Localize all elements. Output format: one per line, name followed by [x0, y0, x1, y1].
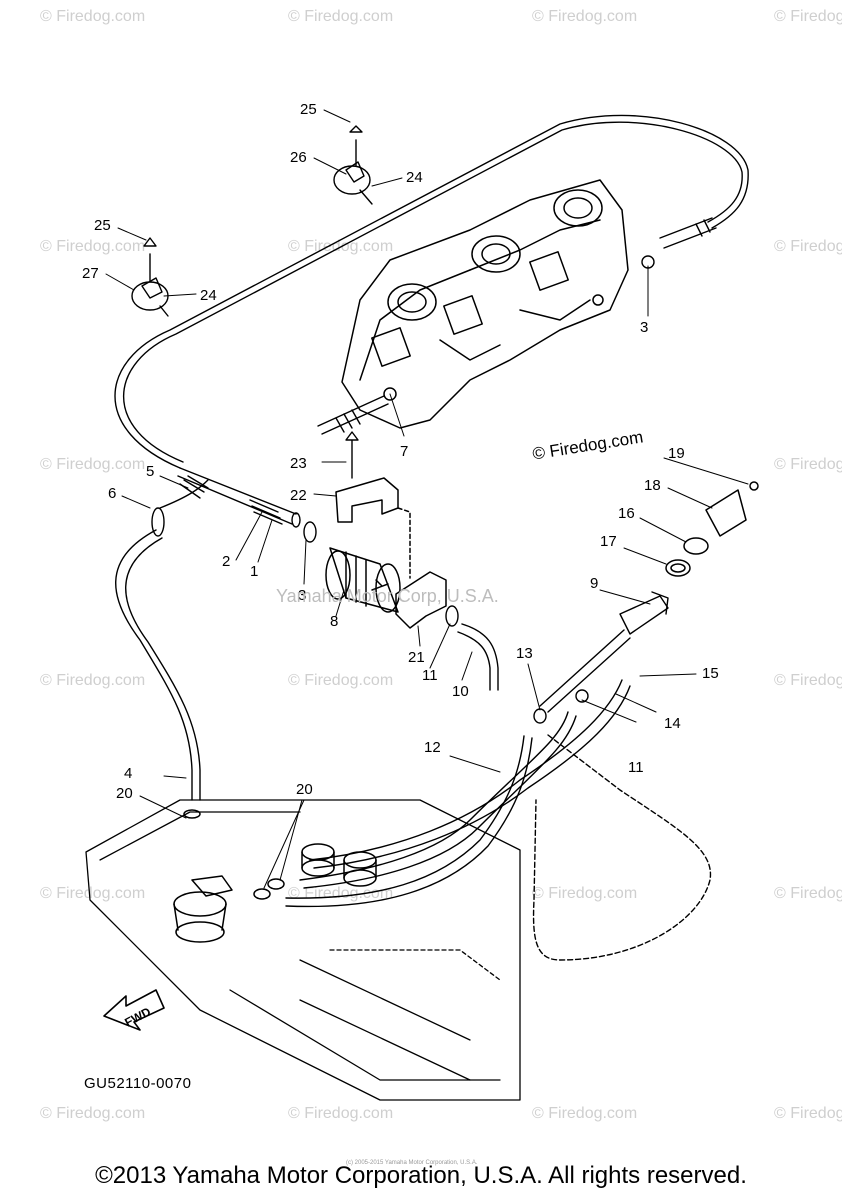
hose-fittings-1-2	[159, 467, 301, 528]
callout-20: 20	[296, 781, 313, 798]
watermark: © Firedog.com	[532, 8, 638, 25]
watermark: © Firedog.com	[774, 672, 842, 689]
callout-13: 13	[516, 645, 533, 662]
watermark: © Firedog.com	[288, 672, 394, 689]
callout-20: 20	[116, 785, 133, 802]
watermark: © Firedog.com	[288, 8, 394, 25]
callout-4: 4	[124, 765, 133, 782]
callout-17: 17	[600, 533, 617, 550]
callout-1: 1	[250, 563, 259, 580]
watermark: © Firedog.com	[40, 672, 146, 689]
callout-7: 7	[400, 443, 409, 460]
hose-clamps	[303, 521, 589, 724]
fuel-tank	[85, 799, 521, 1101]
callout-11: 11	[422, 667, 438, 684]
fwd-arrow-icon	[103, 989, 165, 1031]
callout-22: 22	[290, 487, 307, 504]
watermark: © Firedog.com	[40, 1105, 146, 1122]
callout-23: 23	[290, 455, 307, 472]
routing-loop	[114, 114, 749, 469]
watermark: © Firedog.com	[774, 456, 842, 473]
watermark: © Firedog.com	[774, 8, 842, 25]
callout-26: 26	[290, 149, 307, 166]
fuel-filter	[325, 547, 401, 613]
callout-10: 10	[452, 683, 469, 700]
hose-bundle-12-14	[285, 679, 631, 908]
watermark: © Firedog.com	[288, 1105, 394, 1122]
callout-16: 16	[618, 505, 635, 522]
callout-11: 11	[628, 759, 644, 776]
watermark: © Firedog.com	[40, 8, 146, 25]
watermark: © Firedog.com	[40, 456, 146, 473]
watermark: © Firedog.com	[774, 885, 842, 902]
callout-12: 12	[424, 739, 441, 756]
leader-lines	[105, 109, 749, 889]
callout-8: 8	[330, 613, 339, 630]
callout-21: 21	[408, 649, 425, 666]
watermark: © Firedog.com	[774, 238, 842, 255]
right-inlet-pipe	[641, 217, 717, 269]
callout-18: 18	[644, 477, 661, 494]
callout-24: 24	[200, 287, 217, 304]
watermark: © Firedog.com	[40, 885, 146, 902]
callout-27: 27	[82, 265, 99, 282]
filter-bracket	[335, 477, 447, 629]
watermark: © Firedog.com	[40, 238, 146, 255]
callout-3: 3	[640, 319, 649, 336]
callout-24: 24	[406, 169, 423, 186]
callout-9: 9	[590, 575, 599, 592]
watermark: © Firedog.com	[774, 1105, 842, 1122]
callout-19: 19	[668, 445, 685, 462]
carburetor-assembly	[341, 179, 629, 429]
tiny-copyright: (c) 2005-2015 Yamaha Motor Corporation, …	[346, 1160, 478, 1166]
callout-14: 14	[664, 715, 681, 732]
primer-hose-9	[539, 591, 669, 713]
watermark: © Firedog.com	[532, 1105, 638, 1122]
return-hose-loop	[532, 734, 712, 961]
center-watermark: Yamaha Motor Corp, U.S.A.	[276, 586, 499, 606]
screw-23	[345, 431, 359, 479]
hose-4	[115, 507, 201, 801]
tank-fittings	[173, 809, 377, 943]
callout-6: 6	[108, 485, 117, 502]
callout-15: 15	[702, 665, 719, 682]
watermark: © Firedog.com	[532, 885, 638, 902]
copyright-footer: ©2013 Yamaha Motor Corporation, U.S.A. A…	[95, 1162, 747, 1189]
callout-5: 5	[146, 463, 155, 480]
callout-3: 3	[298, 587, 307, 604]
callout-25: 25	[94, 217, 111, 234]
callout-2: 2	[222, 553, 231, 570]
figure-code: GU52110-0070	[84, 1075, 192, 1092]
cap-assembly-16-19	[665, 481, 759, 577]
hose-10	[457, 623, 499, 691]
carb-inlet-hose	[317, 395, 389, 435]
routing-loop-inner	[122, 121, 743, 463]
callout-25: 25	[300, 101, 317, 118]
clamp-26-27	[131, 125, 373, 317]
